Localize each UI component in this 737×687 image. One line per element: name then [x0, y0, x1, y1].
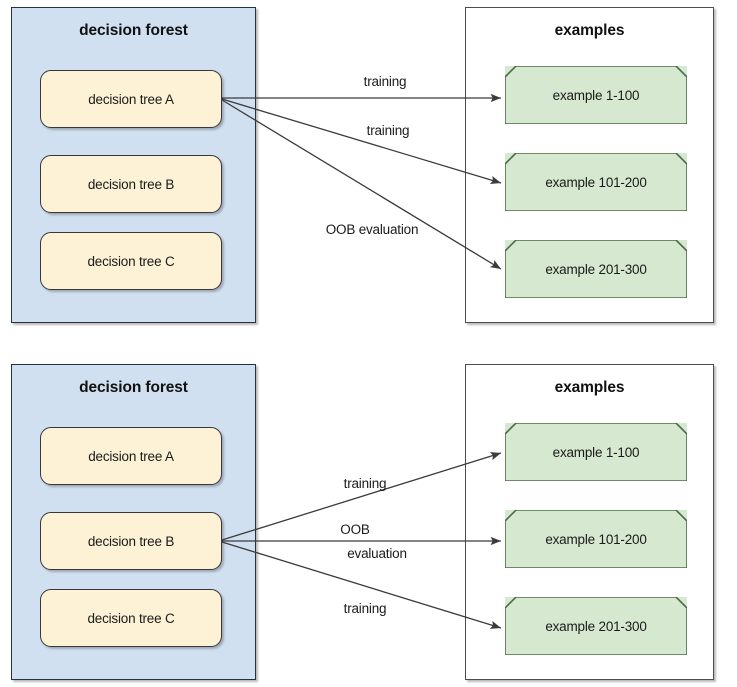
arrow-layer-top [221, 93, 502, 270]
example-box-label: example 101-200 [545, 531, 647, 547]
example-box-shape [505, 66, 687, 124]
example-box-shape [505, 153, 687, 211]
edge-label-training-2: training [343, 601, 387, 616]
edge-label-oob-line1: OOB [340, 522, 370, 537]
tree-box-label: decision tree C [87, 610, 175, 626]
example-box-label: example 1-100 [552, 444, 640, 460]
example-box-label: example 101-200 [545, 174, 647, 190]
examples-panel-title: examples [554, 22, 625, 39]
tree-box-b[interactable]: decision tree B [40, 512, 222, 570]
tree-box-label: decision tree B [87, 533, 175, 549]
edge-training-1 [221, 452, 502, 541]
tree-box-c[interactable]: decision tree C [40, 232, 222, 290]
example-box-shape [505, 423, 687, 481]
forest-panel-title: decision forest [79, 379, 188, 396]
example-box-label: example 201-300 [545, 618, 647, 634]
tree-box-a[interactable]: decision tree A [40, 427, 222, 485]
edge-label-training-1: training [363, 74, 407, 89]
tree-box-c[interactable]: decision tree C [40, 589, 222, 647]
edge-training-2 [221, 541, 502, 629]
example-box-label: example 201-300 [545, 261, 647, 277]
examples-panel-title: examples [554, 379, 625, 396]
edge-label-oob-evaluation: OOB evaluation [325, 222, 419, 237]
example-box-shape [505, 510, 687, 568]
edge-label-oob-line2: evaluation [347, 546, 407, 561]
tree-box-label: decision tree C [87, 253, 175, 269]
tree-box-label: decision tree A [88, 448, 174, 464]
example-box-label: example 1-100 [552, 87, 640, 103]
example-box-1-100[interactable]: example 1-100 [505, 66, 687, 124]
tree-box-label: decision tree A [88, 91, 174, 107]
tree-box-label: decision tree B [87, 176, 175, 192]
edge-label-training-1: training [343, 476, 387, 491]
tree-box-a[interactable]: decision tree A [40, 70, 222, 128]
example-box-shape [505, 240, 687, 298]
diagram-bottom: decision forest examples decision tree A… [0, 357, 737, 687]
edge-oob-evaluation [221, 99, 502, 270]
example-box-shape [505, 597, 687, 655]
edge-label-training-2: training [366, 123, 410, 138]
arrow-layer-bottom [221, 452, 502, 629]
example-box-201-300[interactable]: example 201-300 [505, 597, 687, 655]
example-box-101-200[interactable]: example 101-200 [505, 153, 687, 211]
forest-panel-title: decision forest [79, 22, 188, 39]
example-box-101-200[interactable]: example 101-200 [505, 510, 687, 568]
example-box-1-100[interactable]: example 1-100 [505, 423, 687, 481]
edge-training-2 [221, 98, 502, 184]
example-box-201-300[interactable]: example 201-300 [505, 240, 687, 298]
diagram-top: decision forest examples decision tree A… [0, 0, 737, 330]
tree-box-b[interactable]: decision tree B [40, 155, 222, 213]
